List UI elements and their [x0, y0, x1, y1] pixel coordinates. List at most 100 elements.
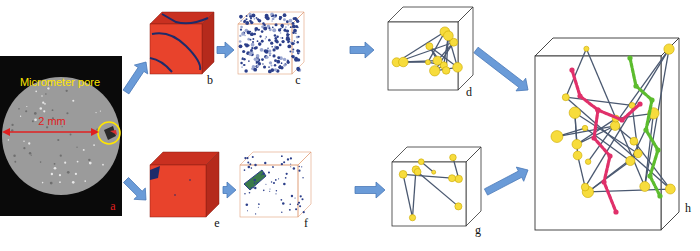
pore-voxel: [298, 36, 300, 38]
grain-speck: [64, 162, 66, 164]
pore-voxel: [290, 166, 291, 167]
pore-voxel: [283, 183, 286, 186]
arrowhead: [91, 128, 99, 136]
pore-voxel: [245, 18, 247, 20]
pore-voxel: [298, 170, 300, 172]
pore-voxel: [268, 49, 271, 52]
grain-speck: [29, 152, 32, 155]
pore-voxel: [280, 37, 281, 38]
pore-voxel: [283, 18, 286, 21]
pore-voxel: [239, 15, 243, 19]
pore-body: [572, 139, 582, 149]
grain-speck: [31, 155, 32, 156]
pore-voxel: [267, 48, 268, 49]
pore-voxel: [285, 26, 287, 28]
grain-speck: [34, 112, 37, 115]
pore-voxel: [296, 59, 298, 61]
pore-voxel: [290, 26, 292, 28]
grain-speck: [50, 182, 53, 185]
pore-voxel: [240, 29, 242, 31]
pore-voxel: [283, 58, 286, 61]
panel-letter: g: [475, 224, 481, 236]
pathway-node: [657, 193, 662, 198]
pore-body: [409, 215, 415, 221]
grain-speck: [13, 154, 16, 157]
grain-speck: [67, 171, 70, 174]
pore-voxel: [240, 20, 242, 22]
pore-body: [448, 175, 455, 182]
flow-arrow: [484, 167, 528, 195]
pore-body: [610, 121, 619, 130]
pore-voxel: [296, 49, 299, 52]
pore-voxel: [290, 157, 292, 159]
highlight-circle: [98, 122, 120, 144]
pore-voxel: [301, 166, 302, 167]
pore-voxel: [297, 41, 299, 43]
pore-voxel: [283, 29, 286, 32]
pore-voxel: [295, 208, 297, 210]
pore-voxel: [259, 35, 261, 37]
pore-body: [640, 181, 650, 191]
grain-speck: [42, 102, 44, 104]
pore-voxel: [269, 189, 270, 190]
pore-voxel: [272, 54, 275, 57]
flow-arrow: [355, 182, 385, 198]
pathway-node: [601, 179, 606, 184]
pore-voxel: [281, 37, 283, 39]
throat: [403, 174, 452, 178]
pathway-node: [647, 173, 652, 178]
pore-voxel: [280, 32, 282, 34]
pathway-node: [577, 93, 582, 98]
pore-voxel: [296, 67, 300, 71]
pore-voxel: [286, 20, 289, 23]
pore-voxel: [249, 20, 252, 23]
pore-voxel: [250, 32, 254, 36]
pore-body: [399, 170, 407, 178]
pore-voxel: [254, 187, 256, 189]
pore-voxel: [289, 40, 290, 41]
pore-voxel: [276, 60, 280, 64]
connected-pathway: [572, 70, 616, 212]
pore-voxel: [264, 55, 268, 59]
pore-body: [433, 56, 442, 65]
pore-voxel: [257, 58, 261, 62]
pore-voxel: [287, 158, 289, 160]
pore-voxel: [287, 44, 291, 48]
pore-voxel: [291, 55, 294, 58]
pore-body: [453, 63, 463, 73]
flow-arrow: [123, 62, 148, 94]
grain-speck: [42, 182, 44, 184]
pore-voxel: [258, 204, 259, 205]
pore-voxel: [272, 26, 274, 28]
pore-voxel: [242, 50, 245, 53]
pore-voxel: [256, 182, 257, 183]
pore-voxel: [271, 46, 273, 48]
pore-voxel: [265, 38, 267, 40]
merged-box-front: [535, 56, 661, 230]
pore-voxel: [282, 202, 285, 205]
flow-arrow: [124, 178, 147, 201]
pore-body: [585, 159, 591, 165]
pore-voxel: [288, 24, 290, 26]
pathway-node: [607, 153, 612, 158]
pore-voxel: [298, 202, 300, 204]
grain-speck: [84, 180, 86, 182]
pore-voxel: [254, 182, 256, 184]
pathway-node: [643, 127, 648, 132]
pore-voxel: [303, 211, 305, 213]
ct-volume-side: [202, 12, 214, 74]
grain-speck: [18, 108, 20, 110]
pore-voxel: [299, 166, 300, 167]
pore-voxel: [254, 47, 257, 50]
pore-body: [414, 168, 421, 175]
pore-voxel: [274, 34, 277, 37]
pore-voxel: [258, 207, 259, 208]
extract-box-side: [292, 12, 304, 74]
flow-arrow: [217, 42, 234, 58]
throat: [403, 61, 437, 62]
grain-speck: [40, 161, 42, 163]
pore-voxel: [239, 40, 242, 43]
grain-speck: [11, 124, 13, 126]
pore-voxel: [253, 187, 254, 188]
